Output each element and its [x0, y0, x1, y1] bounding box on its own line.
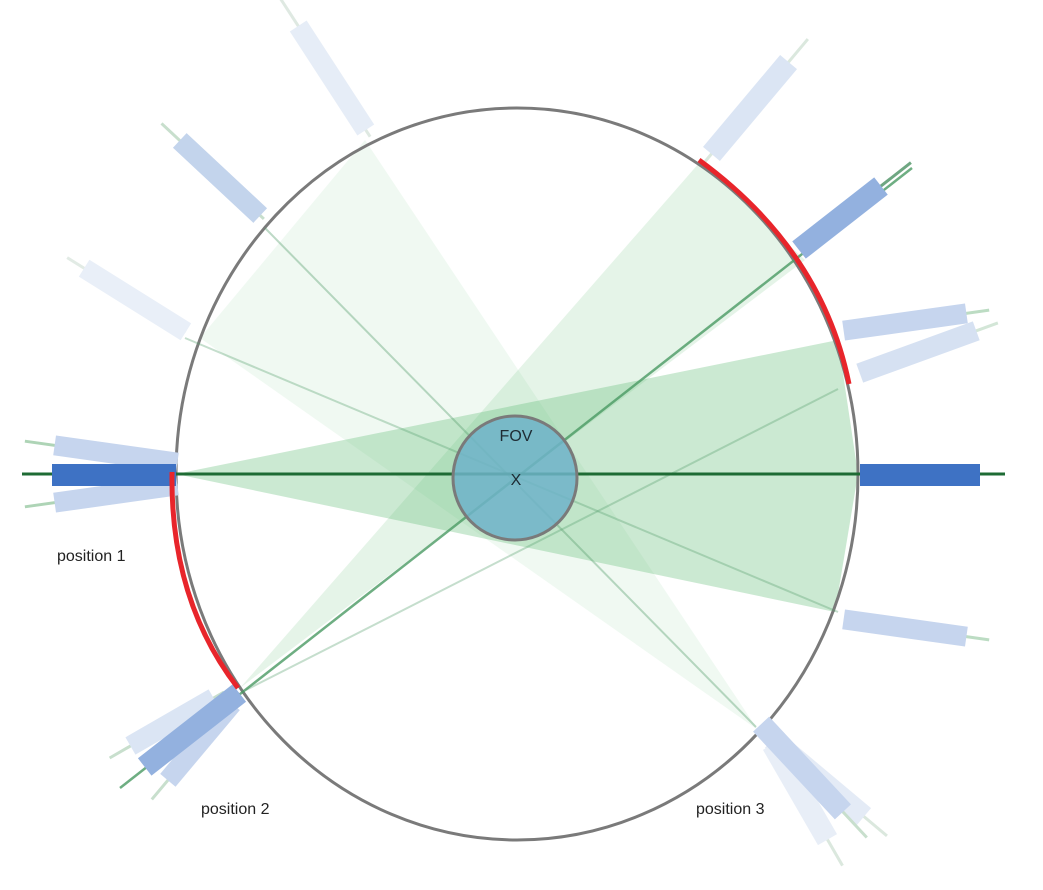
source-upper-right-faint-icon — [703, 38, 809, 163]
source-right-horizontal-icon — [860, 464, 980, 486]
fov-label: FOV — [500, 428, 533, 445]
source-lower-left-main-icon — [137, 684, 247, 776]
detector-arc-position-1 — [169, 471, 240, 690]
source-upper-left-faint-2-icon — [279, 0, 375, 138]
position-3-label: position 3 — [696, 801, 765, 818]
source-position-3-icon — [753, 716, 868, 839]
source-right-light-lower-icon — [856, 321, 999, 383]
position-2-label: position 2 — [201, 801, 270, 818]
source-lower-left-light-1-icon — [108, 689, 225, 760]
detector-arc-upper-right — [697, 157, 852, 385]
source-upper-left-faint-3-icon — [66, 256, 192, 341]
xray-sources — [24, 0, 999, 867]
source-upper-left-faint-1-icon — [160, 122, 268, 223]
source-right-lower-icon — [842, 609, 990, 647]
fov-circle — [451, 414, 579, 542]
source-right-light-upper-icon — [842, 303, 990, 341]
source-position-1-icon — [52, 464, 176, 486]
central-ray-faint-3 — [245, 388, 839, 691]
source-position-1-light-upper-icon — [24, 435, 179, 473]
detector-arcs — [169, 157, 852, 690]
position-1-label: position 1 — [57, 548, 126, 565]
fov: FOV X — [451, 414, 579, 542]
source-position-2-icon — [792, 161, 912, 259]
center-mark: X — [511, 472, 522, 489]
position-labels: position 1 position 2 position 3 — [57, 548, 765, 818]
